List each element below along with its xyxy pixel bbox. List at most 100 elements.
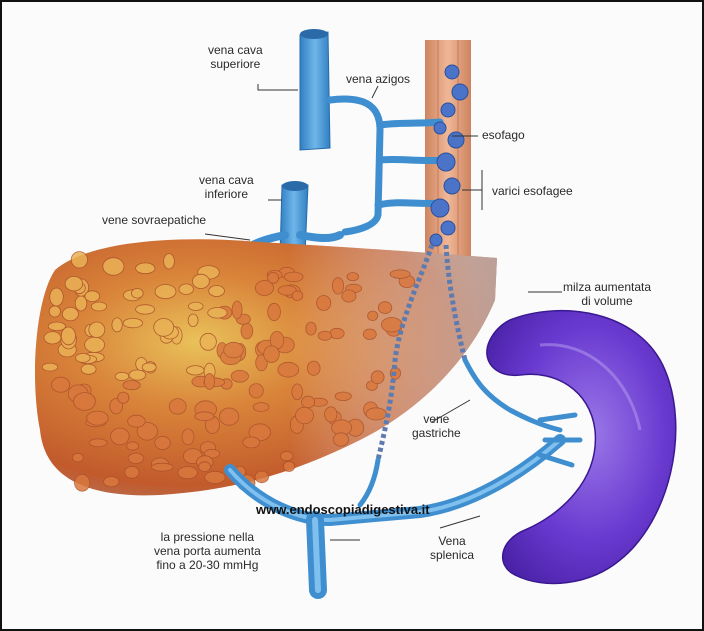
- liver-nodule: [187, 366, 205, 375]
- liver-nodule: [48, 322, 65, 331]
- label-esofago: esofago: [482, 128, 525, 142]
- liver-nodule: [155, 285, 176, 299]
- spleen: [487, 311, 676, 584]
- liver-nodule: [51, 377, 69, 392]
- liver: [35, 239, 497, 495]
- watermark: www.endoscopiadigestiva.it: [256, 502, 430, 517]
- liver-nodule: [307, 361, 320, 375]
- liver-nodule: [65, 276, 83, 291]
- liver-nodule: [91, 302, 106, 311]
- liver-nodule: [188, 314, 198, 327]
- label-line: vene: [412, 412, 461, 426]
- label-line: superiore: [208, 57, 263, 71]
- label-vene-gastriche: vene gastriche: [412, 412, 461, 440]
- liver-nodule: [232, 301, 242, 319]
- liver-nodule: [268, 303, 281, 320]
- liver-nodule: [333, 433, 349, 446]
- liver-nodule: [72, 453, 83, 462]
- liver-nodule: [204, 374, 214, 390]
- liver-nodule: [332, 278, 343, 294]
- liver-nodule: [129, 370, 146, 380]
- liver-nodule: [325, 407, 337, 422]
- liver-nodule: [128, 453, 144, 463]
- liver-nodule: [74, 393, 96, 411]
- liver-nodule: [89, 439, 107, 447]
- label-line: Vena: [430, 534, 474, 548]
- liver-nodule: [366, 408, 386, 420]
- liver-nodule: [249, 384, 263, 398]
- liver-nodule: [342, 290, 356, 302]
- liver-nodule: [136, 263, 155, 274]
- liver-nodule: [292, 384, 303, 400]
- liver-nodule: [89, 322, 105, 338]
- liver-nodule: [381, 318, 402, 333]
- liver-nodule: [302, 396, 315, 408]
- label-vena-cava-inferiore: vena cava inferiore: [199, 173, 254, 201]
- liver-nodule: [224, 342, 244, 358]
- label-line: inferiore: [199, 187, 254, 201]
- label-line: fino a 20-30 mmHg: [154, 558, 261, 572]
- label-line: esofago: [482, 128, 525, 142]
- liver-nodule: [306, 322, 316, 335]
- liver-nodule: [76, 353, 91, 362]
- liver-nodule: [127, 442, 139, 450]
- label-line: gastriche: [412, 426, 461, 440]
- label-line: varici esofagee: [492, 184, 573, 198]
- liver-nodule: [209, 286, 225, 297]
- liver-nodule: [125, 466, 139, 478]
- liver-nodule: [284, 272, 303, 282]
- liver-nodule: [118, 392, 129, 403]
- liver-nodule: [152, 463, 173, 471]
- liver-nodule: [296, 407, 314, 424]
- liver-nodule: [199, 462, 211, 472]
- liver-nodule: [61, 327, 75, 345]
- liver-nodule: [255, 471, 268, 483]
- label-line: vena porta aumenta: [154, 544, 261, 558]
- label-vena-splenica: Vena splenica: [430, 534, 474, 562]
- superior-vena-cava: [300, 29, 330, 150]
- liver-nodule: [208, 308, 227, 319]
- liver-nodule: [253, 403, 269, 412]
- liver-nodule: [154, 319, 174, 337]
- label-line: vene sovraepatiche: [102, 213, 206, 227]
- liver-nodule: [317, 296, 331, 311]
- liver-nodule: [195, 412, 214, 421]
- label-milza: milza aumentata di volume: [563, 280, 651, 308]
- liver-nodule: [231, 370, 248, 382]
- liver-nodule: [123, 381, 140, 390]
- liver-nodule: [182, 429, 194, 445]
- liver-nodule: [85, 337, 105, 352]
- label-line: di volume: [563, 294, 651, 308]
- liver-nodule: [280, 451, 293, 460]
- liver-nodule: [347, 273, 359, 281]
- label-vene-sovraepatiche: vene sovraepatiche: [102, 213, 206, 227]
- liver-nodule: [178, 467, 198, 479]
- liver-nodule: [378, 302, 392, 314]
- liver-nodule: [85, 291, 100, 302]
- liver-nodule: [49, 306, 60, 317]
- liver-nodule: [255, 281, 273, 296]
- liver-nodule: [128, 415, 146, 427]
- liver-nodule: [241, 323, 253, 339]
- liver-nodule: [142, 363, 156, 372]
- liver-nodule: [44, 332, 61, 344]
- liver-nodule: [205, 471, 226, 483]
- label-vena-azigos: vena azigos: [346, 72, 410, 86]
- liver-nodule: [103, 258, 124, 276]
- liver-nodule: [115, 372, 129, 380]
- liver-nodule: [292, 291, 303, 301]
- liver-nodule: [390, 270, 410, 279]
- liver-nodule: [81, 364, 96, 374]
- label-line: vena cava: [199, 173, 254, 187]
- liver-nodule: [192, 274, 209, 288]
- liver-nodule: [75, 474, 90, 491]
- liver-nodule: [62, 307, 78, 320]
- label-pressione-vena-porta: la pressione nella vena porta aumenta fi…: [154, 530, 261, 572]
- liver-nodule: [179, 284, 193, 295]
- liver-nodule: [200, 333, 216, 350]
- label-line: vena cava: [208, 43, 263, 57]
- liver-nodule: [131, 289, 143, 299]
- liver-nodule: [87, 411, 109, 425]
- liver-nodule: [219, 408, 238, 425]
